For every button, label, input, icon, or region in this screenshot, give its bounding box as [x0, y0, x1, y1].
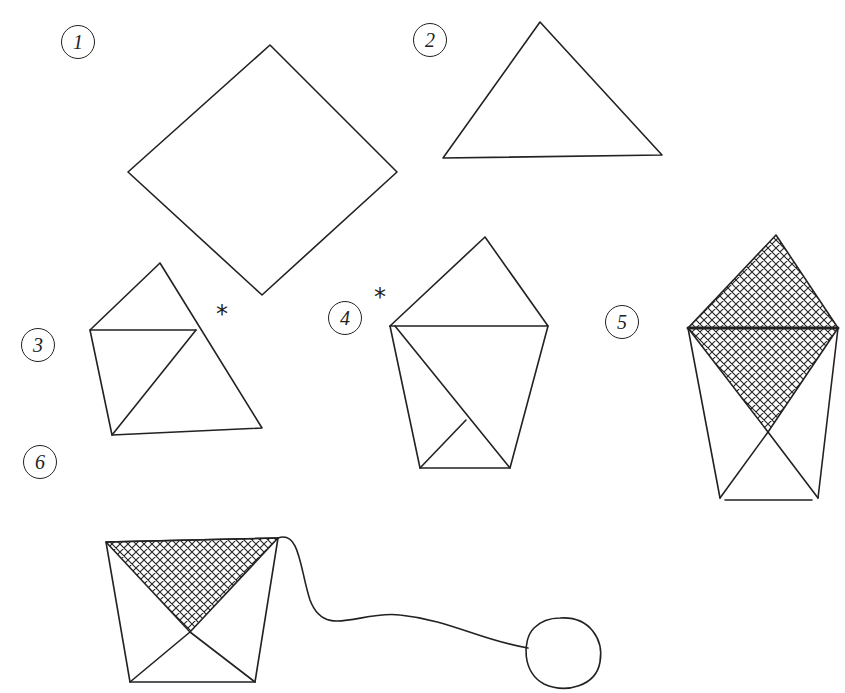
step-number: 3 — [33, 335, 43, 355]
step-number-circle: 6 — [23, 445, 57, 479]
fold-step-4 — [390, 237, 548, 468]
step-number-circle: 1 — [61, 25, 95, 59]
marker-asterisk: * — [374, 285, 386, 309]
step-number-circle: 4 — [328, 301, 362, 335]
step-number: 2 — [425, 30, 435, 50]
step-number: 5 — [617, 312, 627, 332]
step-number-circle: 3 — [21, 328, 55, 362]
fold-step-3 — [90, 263, 262, 435]
step-number-circle: 2 — [413, 23, 447, 57]
step-number-circle: 5 — [605, 305, 639, 339]
folded-triangle — [443, 22, 662, 158]
step-number: 1 — [73, 32, 83, 52]
string-loop — [526, 618, 601, 688]
paper-square — [128, 45, 397, 295]
step-number: 4 — [340, 308, 350, 328]
fold-step-5 — [688, 235, 838, 500]
step-number: 6 — [35, 452, 45, 472]
fold-step-6-cup — [106, 537, 601, 688]
marker-asterisk: * — [216, 302, 228, 326]
